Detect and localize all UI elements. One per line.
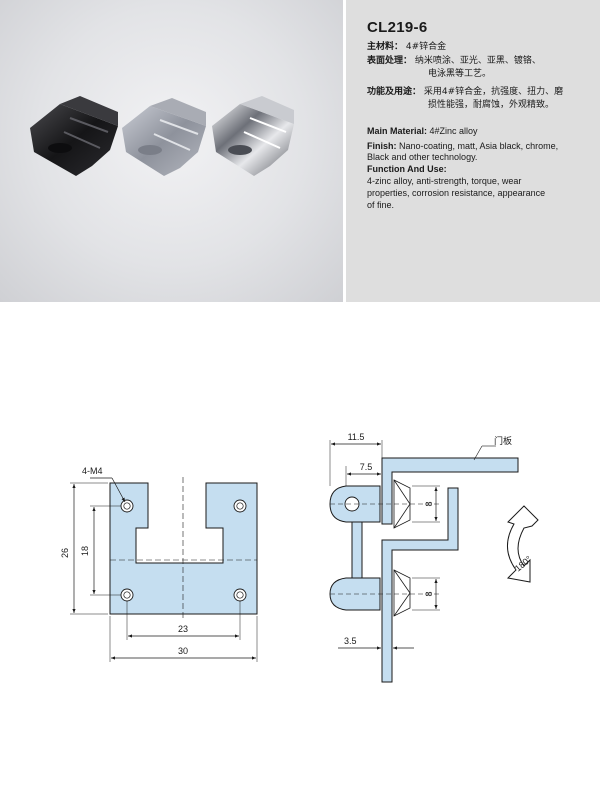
spec-panel: CL219-6 主材料： 4#锌合金 表面处理： 纳米喷涂、亚光、亚黑、镀铬、 … [346,0,600,302]
dim-width-label: 30 [178,646,188,656]
hinge-matt-image [122,98,206,176]
zh-finish-line2: 电泳黑等工艺。 [428,69,492,79]
hinge-plate-outline [109,482,258,615]
model-number: CL219-6 [367,19,428,36]
front-view: 4-M4 26 18 23 30 [60,466,258,662]
zh-finish-line1: 纳米喷涂、亚光、亚黑、镀铬、 [414,56,541,66]
en-finish-line1: Nano-coating, matt, Asia black, chrome, [399,141,559,151]
en-material-label: Main Material: [367,126,428,136]
side-view: 11.5 7.5 8 8 3.5 门板 180° [329,432,539,683]
rotation-arrow [506,505,539,583]
zh-function-line1: 采用4#锌合金，抗强度、扭力、磨 [423,87,564,97]
en-function-line3: of fine. [367,200,395,210]
hole-callout: 4-M4 [82,466,103,476]
zh-finish-label: 表面处理： [367,56,413,66]
en-finish-line2: Black and other technology. [367,152,478,162]
zh-function-label: 功能及用途： [367,87,422,97]
mount-hole-bottom-left [120,588,134,602]
screw-lower [393,569,411,617]
zh-material: 主材料： 4#锌合金 [367,41,446,53]
en-function-label-text: Function And Use: [367,164,447,174]
dim-thickness-label: 3.5 [344,636,357,646]
zh-finish: 表面处理： 纳米喷涂、亚光、亚黑、镀铬、 [367,55,541,67]
mount-hole-top-left [120,499,134,513]
en-function-line2: properties, corrosion resistance, appear… [367,188,546,198]
hinge-black-image [30,96,118,176]
frame-bracket [381,487,459,683]
dim-hole-vertical-label: 18 [80,546,90,556]
door-panel [381,457,519,525]
hinge-chrome-image [212,96,294,176]
dim-top-label: 11.5 [348,432,365,442]
en-function-label: Function And Use: [367,163,447,175]
en-function-line1: 4-zinc alloy, anti-strength, torque, wea… [367,176,522,186]
zh-function-line2: 损性能强，耐腐蚀，外观精致。 [428,100,555,110]
dim-lower-8-label: 8 [424,591,434,596]
en-finish: Finish: Nano-coating, matt, Asia black, … [367,140,558,152]
technical-drawing: 4-M4 26 18 23 30 [0,302,600,794]
zh-material-value: 4#锌合金 [405,42,447,52]
en-material-value: 4#Zinc alloy [429,126,478,136]
en-material: Main Material: 4#Zinc alloy [367,125,478,137]
dim-upper-8-label: 8 [424,501,434,506]
dim-hole-horizontal-label: 23 [178,624,188,634]
en-finish-label: Finish: [367,141,397,151]
dim-height-label: 26 [60,548,70,558]
dim-offset-label: 7.5 [360,462,373,472]
door-panel-label: 门板 [494,435,512,447]
product-photo [0,0,343,302]
mount-hole-top-right [233,499,247,513]
zh-material-label: 主材料： [367,42,404,52]
mount-hole-bottom-right [233,588,247,602]
zh-function: 功能及用途： 采用4#锌合金，抗强度、扭力、磨 [367,86,563,98]
